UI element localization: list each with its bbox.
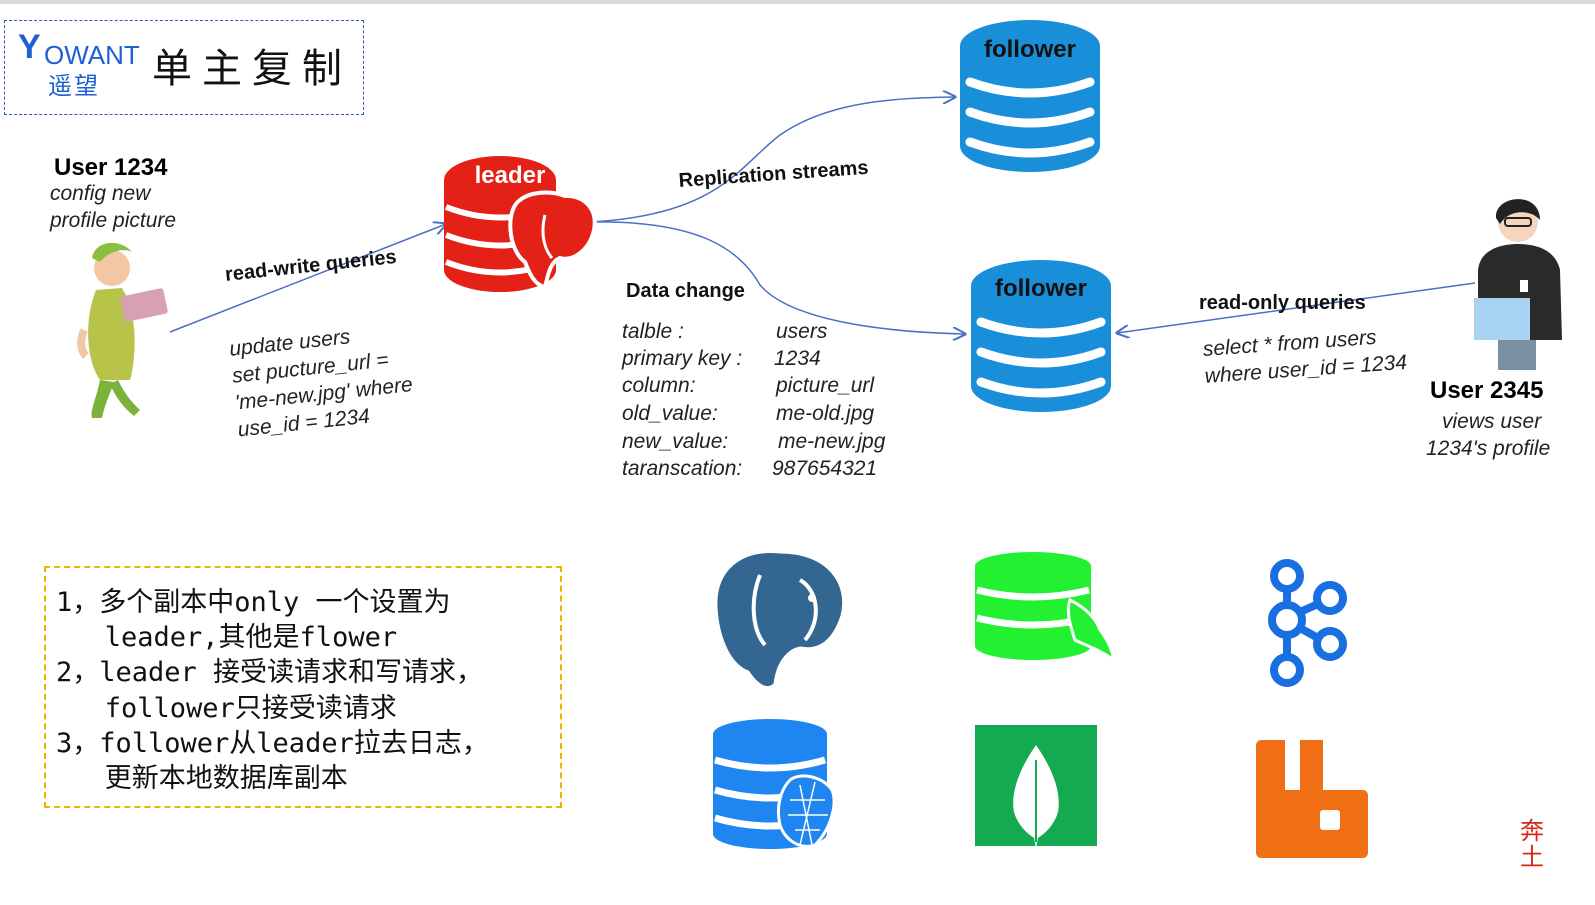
- top-border: [0, 0, 1595, 4]
- user-1234-line2: profile picture: [50, 209, 177, 232]
- data-change-title: Data change: [626, 280, 745, 302]
- postgresql-icon: [714, 550, 846, 690]
- data-change-value: 987654321: [772, 457, 878, 480]
- note-line: 3，follower从leader拉去日志，: [56, 728, 489, 759]
- user-2345-name: User 2345: [1430, 377, 1544, 404]
- replication-arrow-top: [589, 97, 955, 223]
- user-2345-figure: [1474, 199, 1562, 370]
- follower-top-database-icon: [960, 20, 1100, 172]
- page-title: 单主复制: [152, 46, 352, 92]
- follower-bottom-label: follower: [994, 275, 1087, 302]
- signature-stamp: 奔土: [1520, 817, 1544, 871]
- sqlserver-icon: [975, 552, 1117, 664]
- data-change-key: column:: [622, 374, 696, 397]
- logo-owant: OWANT: [44, 40, 140, 70]
- kafka-icon: [1268, 559, 1347, 687]
- data-change-value: 1234: [774, 347, 821, 370]
- follower-bottom-database-icon: [971, 260, 1111, 412]
- note-line: leader,其他是flower: [56, 622, 398, 653]
- logo-frame: [4, 20, 364, 115]
- logo-chinese: 遥望: [48, 72, 100, 100]
- data-change-value: users: [776, 320, 828, 343]
- data-change-key: old_value:: [622, 402, 718, 425]
- user-2345-line2: 1234's profile: [1426, 437, 1551, 460]
- mysql-icon: [713, 719, 836, 849]
- data-change-key: new_value:: [622, 430, 729, 453]
- read-write-arrow: [169, 224, 446, 333]
- note-line: follower只接受读请求: [56, 693, 397, 724]
- update-sql: update users set pucture_url = 'me-new.j…: [228, 317, 417, 443]
- data-change-key: talble :: [622, 320, 684, 343]
- rabbitmq-icon: [1256, 740, 1368, 858]
- note-line: 更新本地数据库副本: [56, 763, 348, 794]
- data-change-value: me-old.jpg: [776, 402, 875, 425]
- data-change-value: me-new.jpg: [778, 430, 886, 453]
- notes-box: [44, 566, 562, 808]
- user-2345-line1: views user: [1442, 410, 1542, 433]
- mongodb-icon: [975, 725, 1097, 848]
- follower-top-label: follower: [983, 36, 1076, 63]
- leader-label: leader: [474, 162, 546, 189]
- note-line: 1，多个副本中only 一个设置为: [56, 587, 451, 618]
- note-line: 2，leader 接受读请求和写请求，: [56, 657, 484, 688]
- data-change-key: primary key :: [622, 347, 743, 370]
- user-1234-figure: [77, 242, 168, 418]
- data-change-key: taranscation:: [622, 457, 743, 480]
- read-only-label: read-only queries: [1199, 292, 1366, 314]
- read-only-arrow: [1117, 282, 1476, 333]
- user-1234-name: User 1234: [54, 154, 168, 181]
- replication-arrow-bottom: [589, 221, 965, 334]
- leader-database-icon: [444, 156, 597, 292]
- user-1234-line1: config new: [50, 182, 151, 205]
- logo-y: Y: [18, 28, 41, 66]
- data-change-value: picture_url: [776, 374, 875, 397]
